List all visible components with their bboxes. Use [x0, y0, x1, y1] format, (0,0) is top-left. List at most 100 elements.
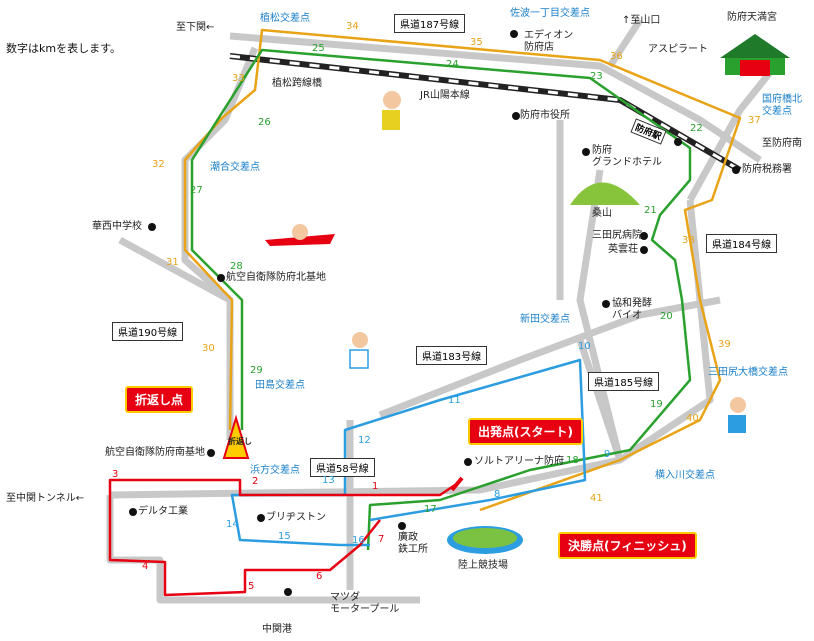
km-marker: 8	[494, 489, 501, 500]
landmark-jasdf-north: 航空自衛隊防府北基地	[226, 272, 326, 283]
landmark-kuwayama: 桑山	[592, 208, 612, 219]
road-label-pref184: 県道184号線	[706, 234, 778, 253]
intersection-uematsu: 植松交差点	[260, 13, 310, 24]
landmark-edion: エディオン 防府店	[524, 30, 574, 53]
km-marker: 26	[258, 117, 271, 128]
km-marker: 36	[610, 51, 623, 62]
km-marker: 35	[470, 37, 483, 48]
runner-icon	[728, 397, 746, 433]
poi-dot	[257, 514, 265, 522]
km-marker: 11	[448, 395, 461, 406]
poi-dot	[398, 522, 406, 530]
landmark-tax-office: 防府税務署	[742, 164, 792, 175]
direction-shimonoseki: 至下関←	[176, 22, 215, 33]
intersection-yokoirikawa: 横入川交差点	[655, 470, 715, 481]
road-network	[106, 18, 783, 604]
km-marker: 27	[190, 185, 203, 196]
poi-dot	[217, 274, 225, 282]
turnaround-sign: 折返し	[228, 437, 252, 446]
stadium-shape	[447, 526, 523, 554]
km-marker: 6	[316, 571, 323, 582]
landmark-tenmangu: 防府天満宮	[727, 12, 777, 23]
intersection-tashiriohashi: 三田尻大橋交差点	[708, 367, 788, 378]
km-marker: 18	[566, 455, 579, 466]
landmark-salt-arena: ソルトアリーナ防府	[474, 456, 564, 467]
km-marker: 3	[112, 469, 119, 480]
poi-dot	[207, 449, 215, 457]
road-label-pref187: 県道187号線	[394, 14, 466, 33]
poi-dot	[602, 300, 610, 308]
shrine-icon	[720, 34, 790, 76]
intersection-shioai: 潮合交差点	[210, 162, 260, 173]
km-marker: 33	[232, 73, 245, 84]
km-marker: 32	[152, 159, 165, 170]
km-marker: 37	[748, 115, 761, 126]
landmark-aspirate: アスピラート	[648, 44, 708, 55]
poi-dot	[732, 166, 740, 174]
road-label-pref190: 県道190号線	[112, 322, 184, 341]
airplane-icon	[265, 224, 335, 246]
landmark-kyowa-bio: 協和発酵 バイオ	[612, 298, 652, 321]
intersection-sabaicchome: 佐波一丁目交差点	[510, 8, 590, 19]
course-green-line	[190, 48, 692, 551]
intersection-kokufukyokita: 国府橋北 交差点	[762, 94, 802, 117]
landmark-jasdf-south: 航空自衛隊防府南基地	[105, 447, 205, 458]
poi-dot	[640, 246, 648, 254]
finish-callout: 決勝点(フィニッシュ)	[558, 532, 697, 559]
km-marker: 13	[322, 475, 335, 486]
km-marker: 9	[604, 449, 611, 460]
landmark-eiunso: 英雲荘	[608, 244, 638, 255]
km-marker: 21	[644, 205, 657, 216]
road-label-pref185: 県道185号線	[588, 372, 660, 391]
landmark-mitajiri-hospital: 三田尻病院	[592, 230, 642, 241]
km-marker: 31	[166, 257, 179, 268]
landmark-kosei: 廣政 鉄工所	[398, 532, 428, 555]
runner-icon	[349, 332, 369, 369]
km-marker: 2	[252, 476, 259, 487]
km-marker: 16	[352, 535, 365, 546]
intersection-hamagata: 浜方交差点	[250, 465, 300, 476]
landmark-stadium: 陸上競技場	[458, 560, 508, 571]
landmark-city-hall: 防府市役所	[520, 110, 570, 121]
course-blue-line	[230, 358, 587, 547]
direction-minami: 至防府南	[762, 138, 802, 149]
landmark-kasei-jhs: 華西中学校	[92, 221, 142, 232]
km-marker: 20	[660, 311, 673, 322]
km-marker: 1	[372, 481, 379, 492]
km-marker: 28	[230, 261, 243, 272]
start-flag-icon	[450, 476, 464, 492]
kuwayama-hill	[570, 182, 640, 205]
km-marker: 15	[278, 531, 291, 542]
km-marker: 5	[248, 581, 255, 592]
landmark-uematsu-bridge: 植松跨線橋	[272, 78, 322, 89]
landmark-bridgestone: ブリヂストン	[266, 512, 326, 523]
landmark-delta: デルタ工業	[138, 506, 188, 517]
km-marker: 23	[590, 71, 603, 82]
poi-dot	[284, 588, 292, 596]
km-marker: 24	[446, 59, 459, 70]
poi-dot	[512, 112, 520, 120]
poi-dot	[464, 458, 472, 466]
nakaseki-port-label: 中関港	[262, 624, 292, 635]
km-marker: 7	[378, 534, 385, 545]
direction-yamaguchi: ↑至山口	[622, 15, 661, 26]
road-label-pref183: 県道183号線	[416, 346, 488, 365]
landmark-mazda: マツダ モータープール	[330, 592, 400, 615]
km-marker: 29	[250, 365, 263, 376]
km-marker: 22	[690, 123, 703, 134]
km-marker: 39	[718, 339, 731, 350]
poi-dot	[640, 232, 648, 240]
intersection-tajima: 田島交差点	[255, 380, 305, 391]
km-marker: 12	[358, 435, 371, 446]
jr-railway	[229, 53, 742, 173]
km-marker: 4	[142, 561, 149, 572]
course-red-line	[108, 478, 456, 597]
km-marker: 34	[346, 21, 359, 32]
turnaround-callout: 折返し点	[125, 386, 194, 413]
km-marker: 38	[682, 235, 695, 246]
poi-dot	[129, 508, 137, 516]
km-marker: 17	[424, 504, 437, 515]
turnaround-cone-icon	[222, 414, 250, 459]
road-label-pref58: 県道58号線	[310, 458, 375, 477]
